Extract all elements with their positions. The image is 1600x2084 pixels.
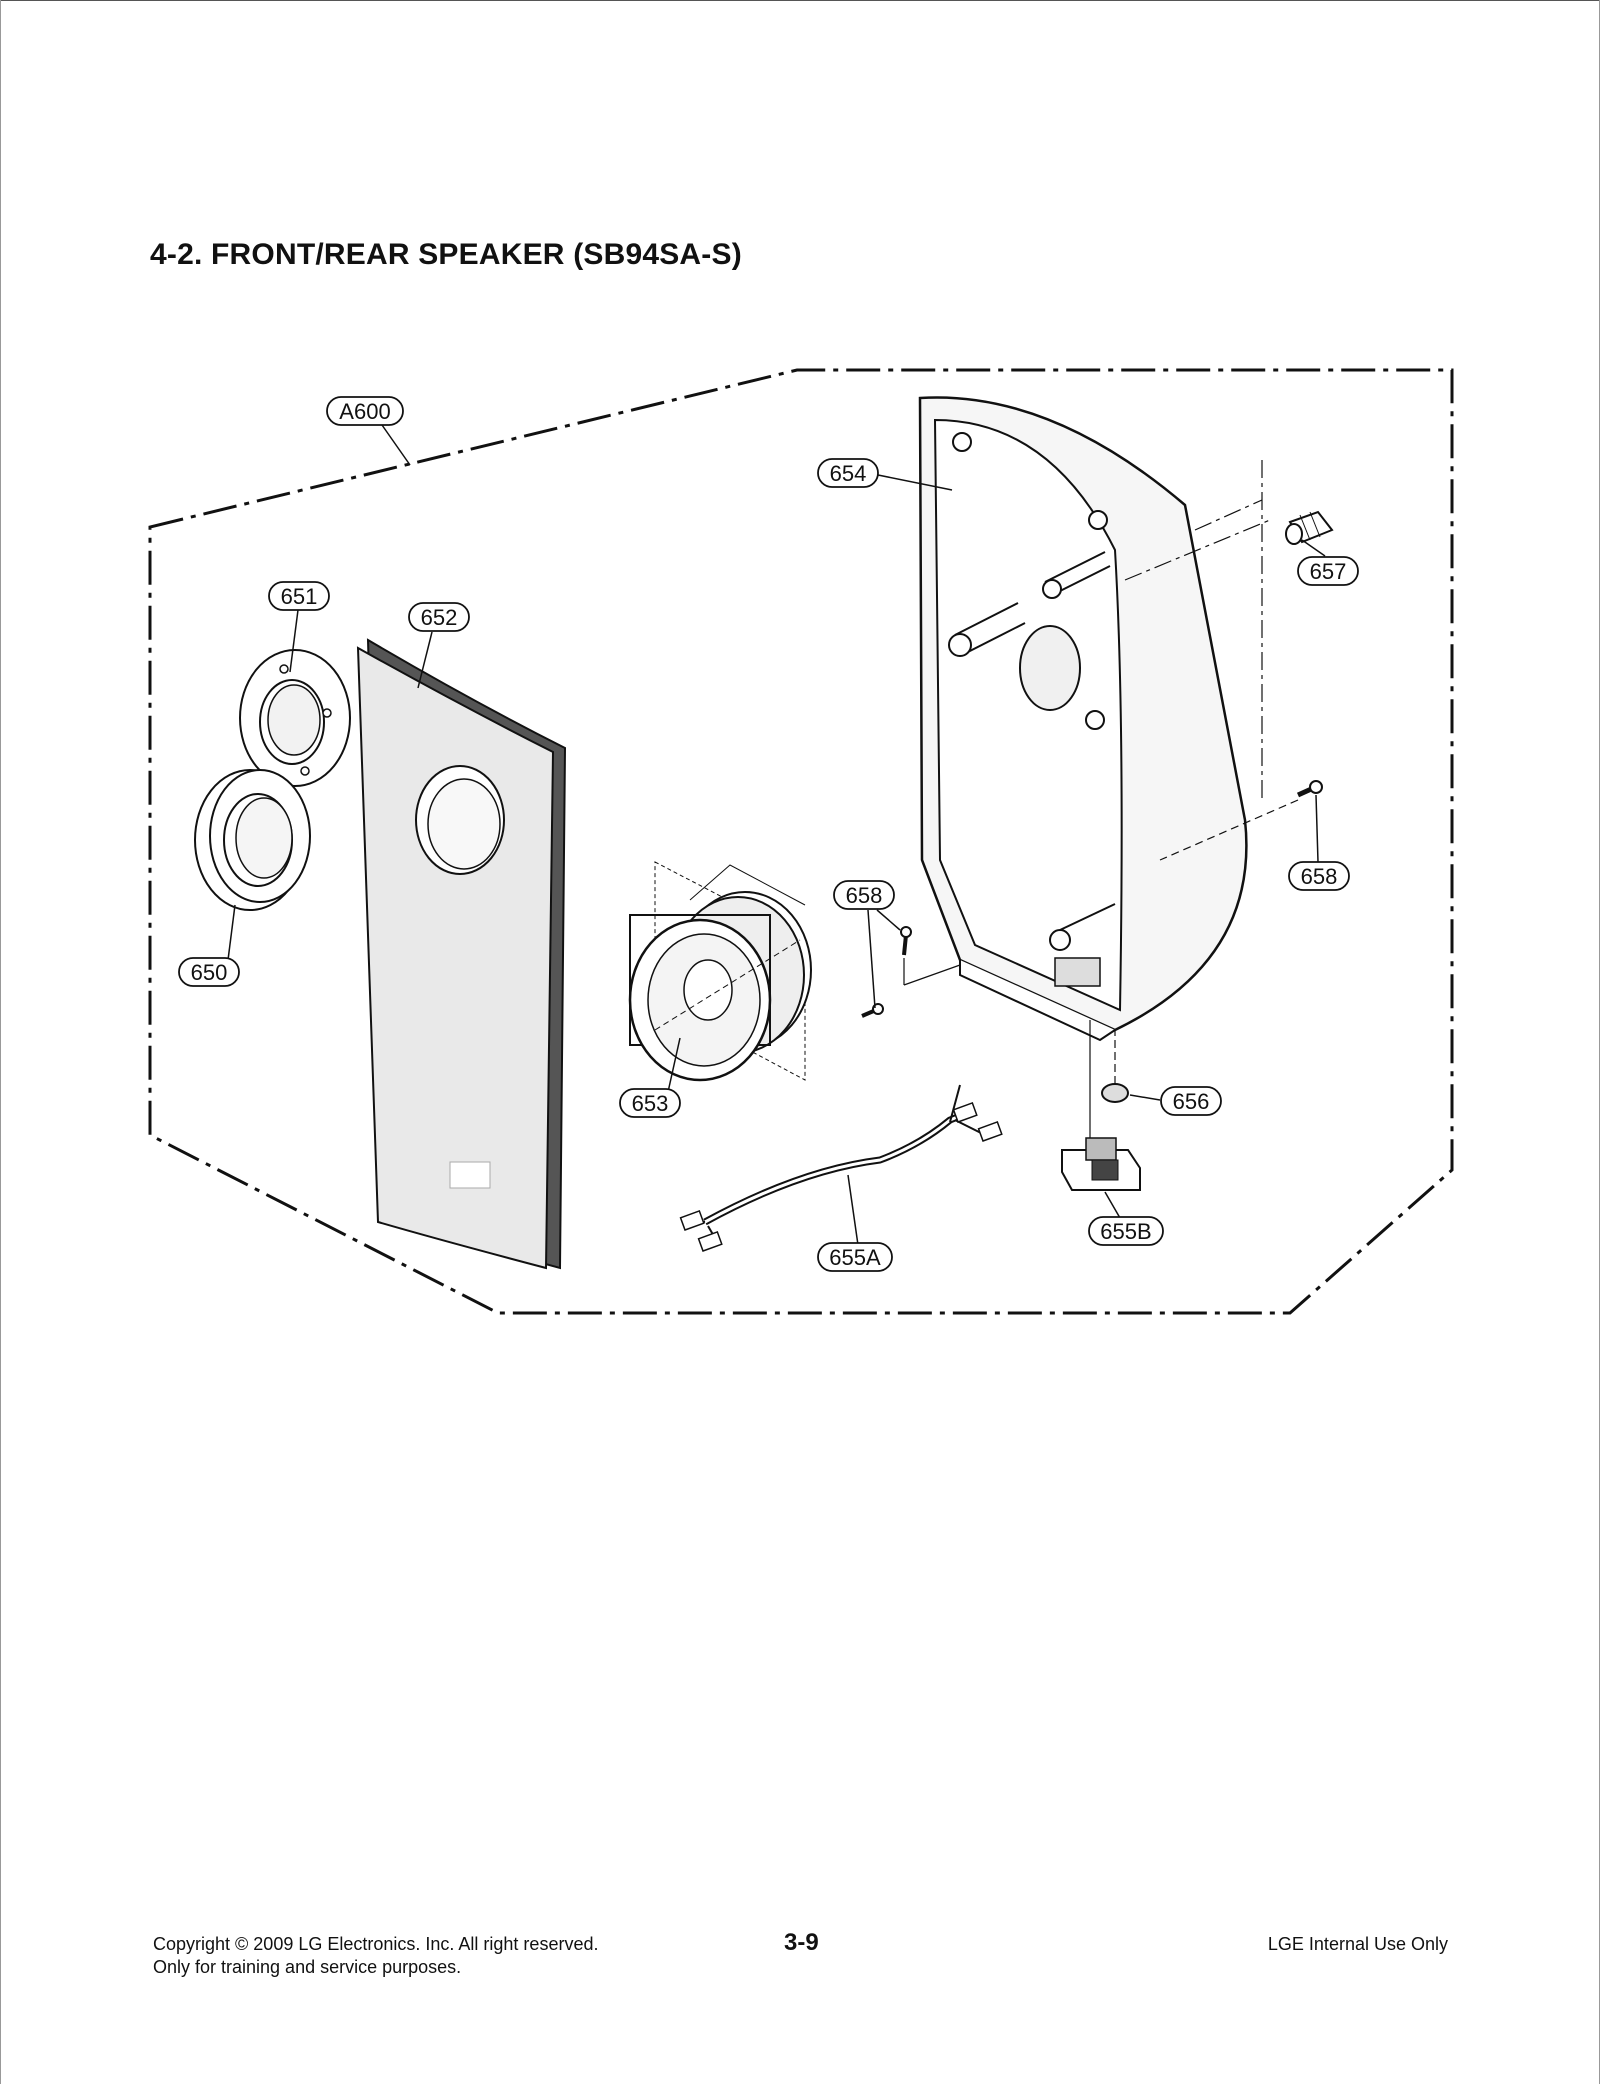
callout-651-label: 651	[281, 584, 318, 609]
callout-655b-label: 655B	[1100, 1219, 1151, 1244]
footer-copyright: Copyright © 2009 LG Electronics. Inc. Al…	[153, 1933, 598, 1979]
callout-a600-label: A600	[339, 399, 390, 424]
callout-652: 652	[408, 602, 470, 632]
part-653-woofer-speaker	[628, 861, 812, 1082]
page-border-top	[0, 0, 1600, 1]
leader-lines	[227, 424, 1326, 1246]
callout-658-right-label: 658	[1301, 864, 1338, 889]
callout-655a-label: 655A	[829, 1245, 881, 1270]
part-651-tweeter-ring	[239, 649, 351, 787]
callout-656-label: 656	[1173, 1089, 1210, 1114]
part-655b-terminal	[1061, 1020, 1141, 1191]
footer-internal-notice: LGE Internal Use Only	[1267, 1934, 1448, 1954]
part-655a-wire-harness	[679, 1084, 1003, 1252]
assembly-boundary	[148, 368, 1454, 1315]
callout-651: 651	[268, 581, 330, 611]
part-656-foot	[1101, 1030, 1129, 1103]
callout-654-label: 654	[830, 461, 867, 486]
part-654-cabinet	[918, 396, 1271, 1042]
callout-658-right: 658	[1288, 861, 1350, 891]
part-650-woofer-ring	[194, 769, 311, 911]
part-652-front-grille	[356, 638, 567, 1270]
footer-copyright-line2: Only for training and service purposes.	[153, 1957, 462, 1977]
callout-658-left: 658	[833, 880, 895, 910]
callout-658-left-label: 658	[846, 883, 883, 908]
callout-650: 650	[178, 957, 240, 987]
callout-653: 653	[619, 1088, 681, 1118]
page-title: 4-2. FRONT/REAR SPEAKER (SB94SA-S)	[150, 238, 742, 271]
callout-655a: 655A	[817, 1242, 893, 1272]
part-658-screw-right	[1159, 780, 1323, 861]
footer-page-number: 3-9	[784, 1929, 819, 1956]
callout-657-label: 657	[1310, 559, 1347, 584]
callout-656: 656	[1160, 1086, 1222, 1116]
callout-650-label: 650	[191, 960, 228, 985]
callout-655b: 655B	[1088, 1216, 1164, 1246]
part-657-knob	[1285, 510, 1334, 545]
page-border-left	[0, 0, 1, 2084]
footer-copyright-line1: Copyright © 2009 LG Electronics. Inc. Al…	[153, 1934, 599, 1954]
callout-654: 654	[817, 458, 879, 488]
callout-652-label: 652	[421, 605, 458, 630]
callout-653-label: 653	[632, 1091, 669, 1116]
part-658-screw-left	[861, 926, 961, 1018]
callout-a600: A600	[326, 396, 404, 426]
callout-657: 657	[1297, 556, 1359, 586]
